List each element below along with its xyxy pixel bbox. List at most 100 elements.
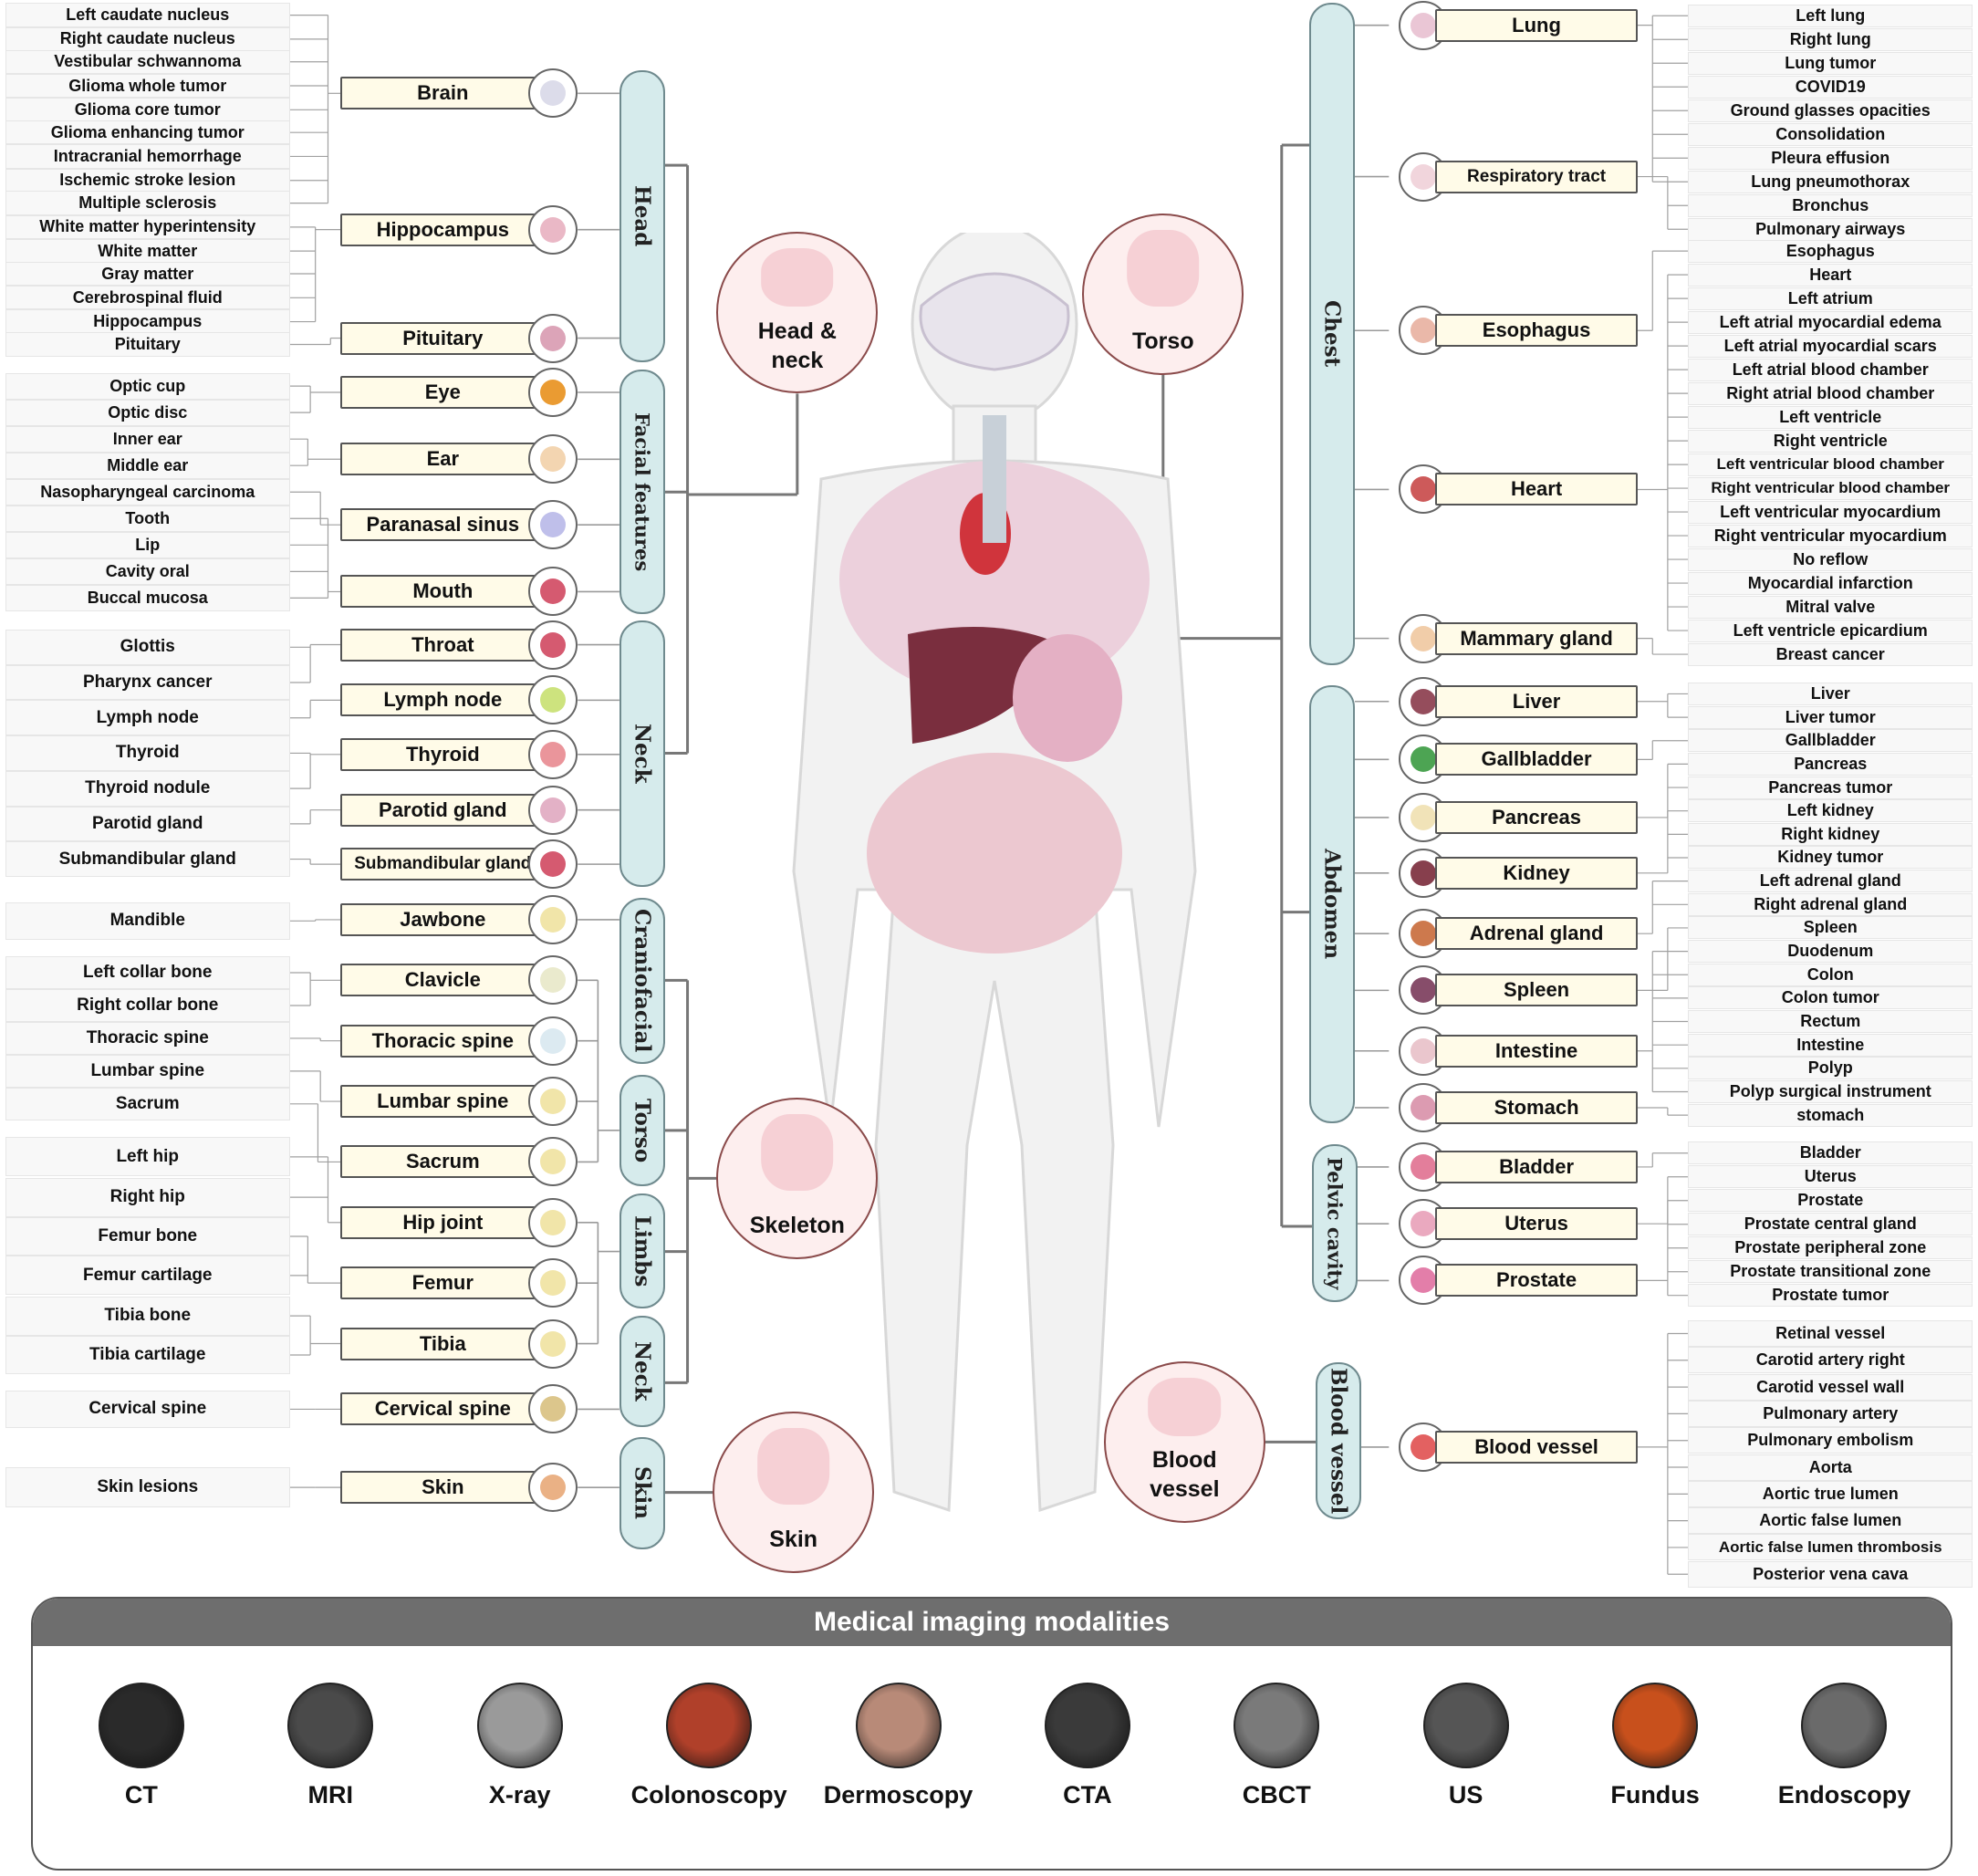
leaf-label-left-lung: Left lung bbox=[1687, 4, 1973, 27]
subregion-label-head: Head bbox=[630, 185, 655, 247]
leaf-label-liver: Liver bbox=[1687, 682, 1973, 705]
subregion-abdomen: Abdomen bbox=[1309, 684, 1355, 1123]
organ-label-femur: Femur bbox=[411, 1271, 474, 1295]
us-icon bbox=[1422, 1683, 1509, 1768]
organ-label-sacrum: Sacrum bbox=[405, 1150, 480, 1173]
ct-icon bbox=[98, 1683, 184, 1768]
leaf-label-right-collar-bone: Right collar bone bbox=[5, 989, 290, 1022]
leaf-label-myocardial-infarction: Myocardial infarction bbox=[1687, 571, 1973, 595]
leaf-label-left-atrium: Left atrium bbox=[1687, 287, 1973, 310]
organ-box-parotid-gland: Parotid gland bbox=[340, 793, 546, 827]
subregion-blood-vessel: Blood vessel bbox=[1316, 1362, 1361, 1519]
parotid-gland-icon bbox=[527, 785, 578, 835]
organ-label-kidney: Kidney bbox=[1503, 860, 1570, 884]
modality-label-cbct: CBCT bbox=[1242, 1781, 1311, 1808]
leaf-label-glioma-core-tumor: Glioma core tumor bbox=[5, 98, 290, 122]
tibia-icon bbox=[527, 1318, 578, 1369]
subregion-label-pelvic-cavity: Pelvic cavity bbox=[1323, 1156, 1347, 1290]
organ-label-brain: Brain bbox=[417, 81, 469, 105]
leaf-label-no-reflow: No reflow bbox=[1687, 547, 1973, 571]
organ-label-tibia: Tibia bbox=[419, 1331, 466, 1355]
leaf-label-left-ventricle: Left ventricle bbox=[1687, 405, 1973, 429]
leaf-label-lymph-node: Lymph node bbox=[5, 700, 290, 736]
liver-illustration bbox=[908, 627, 1058, 744]
organ-label-mouth: Mouth bbox=[412, 579, 474, 603]
modality-dermoscopy: Dermoscopy bbox=[817, 1683, 981, 1809]
leaf-label-right-caudate-nucleus: Right caudate nucleus bbox=[5, 26, 290, 51]
organ-box-spleen: Spleen bbox=[1435, 974, 1638, 1007]
organ-box-blood-vessel: Blood vessel bbox=[1435, 1430, 1638, 1464]
leaf-label-intestine: Intestine bbox=[1687, 1033, 1973, 1057]
leaf-label-nasopharyngeal-carcinoma: Nasopharyngeal carcinoma bbox=[5, 478, 290, 505]
leaf-label-right-ventricle: Right ventricle bbox=[1687, 429, 1973, 453]
leaf-label-lip: Lip bbox=[5, 531, 290, 558]
leaf-label-bronchus: Bronchus bbox=[1687, 193, 1973, 217]
leaf-label-consolidation: Consolidation bbox=[1687, 122, 1973, 146]
leaf-label-mitral-valve: Mitral valve bbox=[1687, 595, 1973, 619]
leaf-label-esophagus: Esophagus bbox=[1687, 239, 1973, 263]
leaf-label-ground-glasses-opacities: Ground glasses opacities bbox=[1687, 99, 1973, 122]
stomach-illustration bbox=[1013, 634, 1122, 762]
leaf-label-right-kidney: Right kidney bbox=[1687, 822, 1973, 846]
region-label-head-neck: Head & neck bbox=[757, 318, 837, 373]
submandibular-gland-icon bbox=[527, 839, 578, 890]
leaf-label-bladder: Bladder bbox=[1687, 1141, 1973, 1165]
leaf-label-left-atrial-blood-chamber: Left atrial blood chamber bbox=[1687, 358, 1973, 381]
organ-box-mouth: Mouth bbox=[340, 575, 546, 609]
clavicle-icon bbox=[527, 955, 578, 1006]
organ-label-stomach: Stomach bbox=[1494, 1095, 1579, 1119]
organ-label-intestine: Intestine bbox=[1494, 1038, 1578, 1062]
femur-icon bbox=[527, 1258, 578, 1308]
leaf-label-retinal-vessel: Retinal vessel bbox=[1687, 1319, 1973, 1347]
leaf-label-glottis: Glottis bbox=[5, 629, 290, 665]
leaf-label-left-ventricle-epicardium: Left ventricle epicardium bbox=[1687, 619, 1973, 642]
organ-box-hippocampus: Hippocampus bbox=[340, 213, 546, 246]
modality-colonoscopy: Colonoscopy bbox=[627, 1683, 791, 1809]
dermoscopy-icon bbox=[855, 1683, 942, 1768]
leaf-label-tooth: Tooth bbox=[5, 505, 290, 532]
leaf-label-femur-bone: Femur bone bbox=[5, 1216, 290, 1256]
modalities-title: Medical imaging modalities bbox=[33, 1599, 1951, 1646]
organ-box-eye: Eye bbox=[340, 376, 546, 409]
leaf-label-pulmonary-airways: Pulmonary airways bbox=[1687, 217, 1973, 241]
leaf-label-glioma-whole-tumor: Glioma whole tumor bbox=[5, 73, 290, 99]
mouth-icon bbox=[527, 567, 578, 617]
organ-box-thyroid: Thyroid bbox=[340, 737, 546, 771]
organ-box-pituitary: Pituitary bbox=[340, 321, 546, 355]
organ-box-lung: Lung bbox=[1435, 8, 1638, 42]
organ-label-lymph-node: Lymph node bbox=[383, 688, 503, 712]
organ-label-mammary-gland: Mammary gland bbox=[1460, 626, 1613, 650]
subregion-skin: Skin bbox=[619, 1436, 665, 1549]
trachea-illustration bbox=[983, 415, 1006, 543]
x-ray-icon bbox=[476, 1683, 563, 1768]
leaf-label-thyroid: Thyroid bbox=[5, 735, 290, 771]
modality-label-fundus: Fundus bbox=[1610, 1781, 1700, 1808]
leaf-label-middle-ear: Middle ear bbox=[5, 452, 290, 479]
region-illustration-skeleton bbox=[761, 1113, 834, 1191]
organ-label-heart: Heart bbox=[1510, 477, 1563, 501]
thoracic-spine-icon bbox=[527, 1016, 578, 1066]
subregion-facial-features: Facial features bbox=[619, 370, 665, 615]
organ-box-clavicle: Clavicle bbox=[340, 964, 546, 997]
modality-label-mri: MRI bbox=[307, 1781, 354, 1808]
subregion-limbs: Limbs bbox=[619, 1193, 665, 1308]
fundus-icon bbox=[1612, 1683, 1699, 1768]
region-skeleton: Skeleton bbox=[716, 1097, 879, 1259]
subregion-label-neck: Neck bbox=[630, 724, 655, 784]
sinus-icon bbox=[527, 500, 578, 550]
leaf-label-thyroid-nodule: Thyroid nodule bbox=[5, 770, 290, 807]
organ-label-clavicle: Clavicle bbox=[404, 968, 481, 992]
leaf-label-prostate-central-gland: Prostate central gland bbox=[1687, 1213, 1973, 1236]
leaf-label-gallbladder: Gallbladder bbox=[1687, 729, 1973, 753]
modality-endoscopy: Endoscopy bbox=[1762, 1683, 1926, 1809]
organ-box-heart: Heart bbox=[1435, 473, 1638, 506]
modality-label-ct: CT bbox=[124, 1781, 158, 1808]
organ-label-liver: Liver bbox=[1512, 689, 1561, 713]
leaf-label-aortic-false-lumen-thrombosis: Aortic false lumen thrombosis bbox=[1687, 1534, 1973, 1561]
region-label-skeleton: Skeleton bbox=[749, 1213, 845, 1239]
leaf-label-right-ventricular-myocardium: Right ventricular myocardium bbox=[1687, 524, 1973, 547]
mri-icon bbox=[287, 1683, 374, 1768]
subregion-label-blood-vessel: Blood vessel bbox=[1326, 1367, 1351, 1515]
leaf-label-tibia-bone: Tibia bone bbox=[5, 1296, 290, 1336]
